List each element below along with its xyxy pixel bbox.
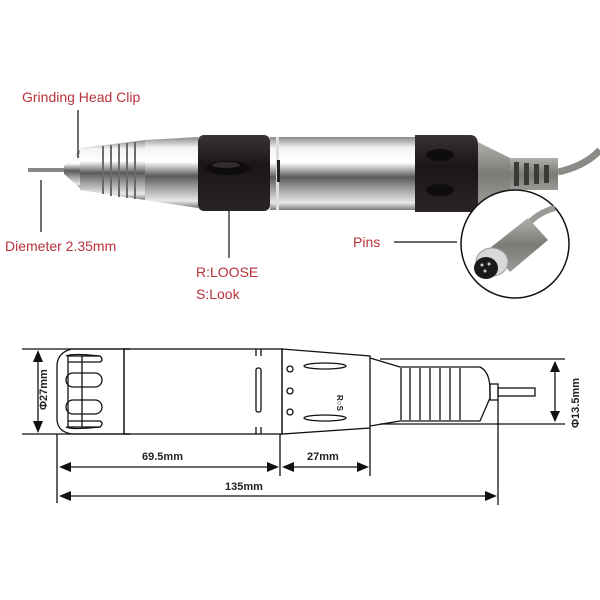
tip-diameter-dim: Φ13.5mm xyxy=(570,378,582,428)
grinding-head-clip-label: Grinding Head Clip xyxy=(22,89,141,105)
pins-label: Pins xyxy=(353,234,381,250)
body-diameter-dim: Φ27mm xyxy=(38,369,50,410)
s-look-label: S:Look xyxy=(196,286,240,302)
grip-marking: R○S xyxy=(335,395,344,411)
dimension-arrows xyxy=(33,350,560,501)
leader-lines xyxy=(40,110,457,258)
r-loose-label: R:LOOSE xyxy=(196,264,259,280)
total-length-dim: 135mm xyxy=(225,481,263,493)
technical-drawing xyxy=(22,348,565,505)
handpiece-photo xyxy=(28,135,600,212)
pins-connector-inset xyxy=(460,189,570,299)
body-length-dim: 69.5mm xyxy=(142,451,183,463)
grip-length-dim: 27mm xyxy=(307,451,339,463)
diameter-label: Diemeter 2.35mm xyxy=(5,238,117,254)
